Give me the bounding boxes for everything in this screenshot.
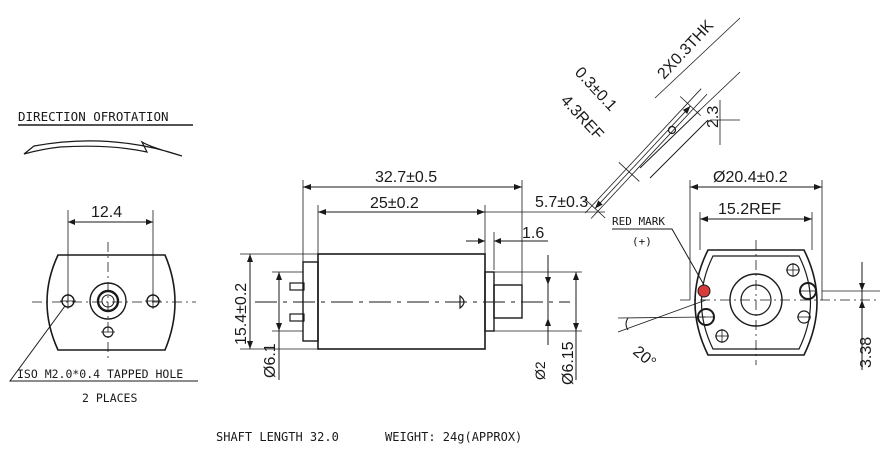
boss-length-dim: 1.6 (522, 225, 544, 242)
rotation-direction-group: DIRECTION OFROTATION (18, 109, 193, 157)
bearing-circle (729, 273, 783, 327)
shaft-circle (96, 289, 120, 313)
motor-body-front-outline (46, 254, 176, 351)
terminal-lower (289, 313, 305, 322)
iso-hole-note: ISO M2.0*0.4 TAPPED HOLE (17, 367, 183, 381)
motor-body-rear-outline (694, 249, 818, 356)
rear-view: Ø20.4±0.2 15.2REF RED MARK (+) (612, 169, 880, 372)
red-mark-sign: (+) (632, 235, 652, 248)
side-view: 32.7±0.5 25±0.2 5.7±0.3 1.6 (233, 169, 605, 385)
overall-length-dim: 32.7±0.5 (375, 169, 437, 186)
shaft-diameter-dim: Ø2 (532, 361, 548, 380)
terminal-thickness-dim: 2X0.3THK (654, 17, 717, 83)
places-note: 2 PLACES (82, 391, 137, 405)
angle-dim: 20° (629, 343, 658, 372)
bearing-inner-circle (740, 284, 772, 316)
height-dim: 15.4±0.2 (233, 283, 250, 345)
d-cut-mark (459, 294, 465, 310)
shaft-length-note: SHAFT LENGTH 32.0 (216, 430, 339, 444)
red-mark-dot (697, 284, 711, 298)
hole-spacing-dim: 12.4 (91, 204, 122, 221)
terminal-width-dim: 2.3 (705, 106, 722, 128)
boss-outer-circle (89, 282, 127, 320)
outer-diameter-dim: Ø20.4±0.2 (713, 169, 788, 186)
body-length-dim: 25±0.2 (370, 195, 419, 212)
front-view: 12.4 ISO M2.0*0.4 TAPPED HOLE 2 PLACES (9, 204, 198, 405)
flat-ref-dim: 15.2REF (718, 201, 781, 218)
shaft-extension-dim: 5.7±0.3 (535, 194, 588, 211)
terminal-upper (289, 282, 305, 291)
red-mark-label: RED MARK (612, 215, 665, 228)
weight-note: WEIGHT: 24g(APPROX) (385, 430, 522, 444)
offset-dim: 3.38 (858, 337, 875, 368)
boss-diameter-dim-2: Ø6.15 (560, 341, 577, 385)
terminal-hole (667, 125, 677, 135)
rotation-arrow-icon (23, 140, 183, 157)
boss-diameter-dim: Ø6.1 (262, 343, 279, 378)
direction-label: DIRECTION OFROTATION (18, 109, 169, 124)
